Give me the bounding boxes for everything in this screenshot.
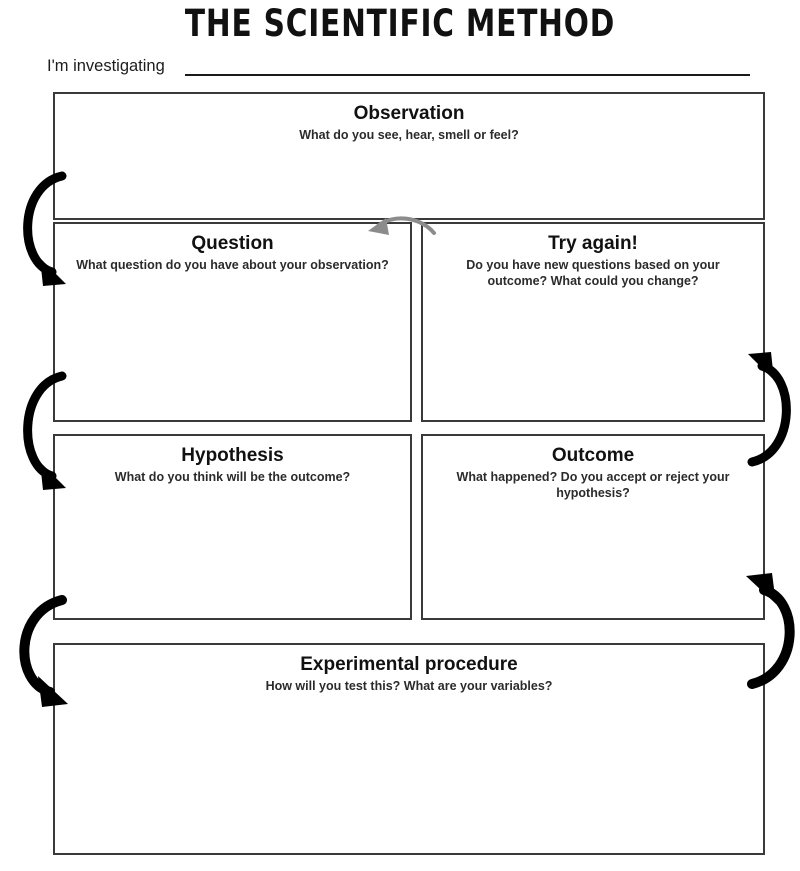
box-outcome-subtitle: What happened? Do you accept or reject y… xyxy=(456,470,730,500)
box-hypothesis-subtitle: What do you think will be the outcome? xyxy=(114,470,351,484)
box-experimental-procedure-heading: Experimental procedure xyxy=(300,654,518,675)
box-hypothesis-heading: Hypothesis xyxy=(181,445,284,466)
investigating-label: I'm investigating xyxy=(47,57,165,75)
box-try-again[interactable]: Try again! Do you have new questions bas… xyxy=(421,222,765,422)
box-experimental-procedure[interactable]: Experimental procedure How will you test… xyxy=(53,643,765,855)
box-outcome-heading: Outcome xyxy=(551,445,635,466)
box-observation[interactable]: Observation What do you see, hear, smell… xyxy=(53,92,765,220)
box-observation-subtitle: What do you see, hear, smell or feel? xyxy=(299,128,519,142)
box-question[interactable]: Question What question do you have about… xyxy=(53,222,412,422)
box-outcome[interactable]: Outcome What happened? Do you accept or … xyxy=(421,434,765,620)
box-try-again-subtitle: Do you have new questions based on your … xyxy=(466,258,720,288)
box-question-subtitle: What question do you have about your obs… xyxy=(76,258,389,272)
box-experimental-procedure-subtitle: How will you test this? What are your va… xyxy=(265,679,553,693)
box-try-again-heading: Try again! xyxy=(548,233,638,254)
investigating-input-line[interactable] xyxy=(185,74,750,76)
box-hypothesis[interactable]: Hypothesis What do you think will be the… xyxy=(53,434,412,620)
box-observation-heading: Observation xyxy=(353,103,465,124)
box-question-heading: Question xyxy=(191,233,274,254)
page-title: THE SCIENTIFIC METHOD xyxy=(184,2,616,45)
